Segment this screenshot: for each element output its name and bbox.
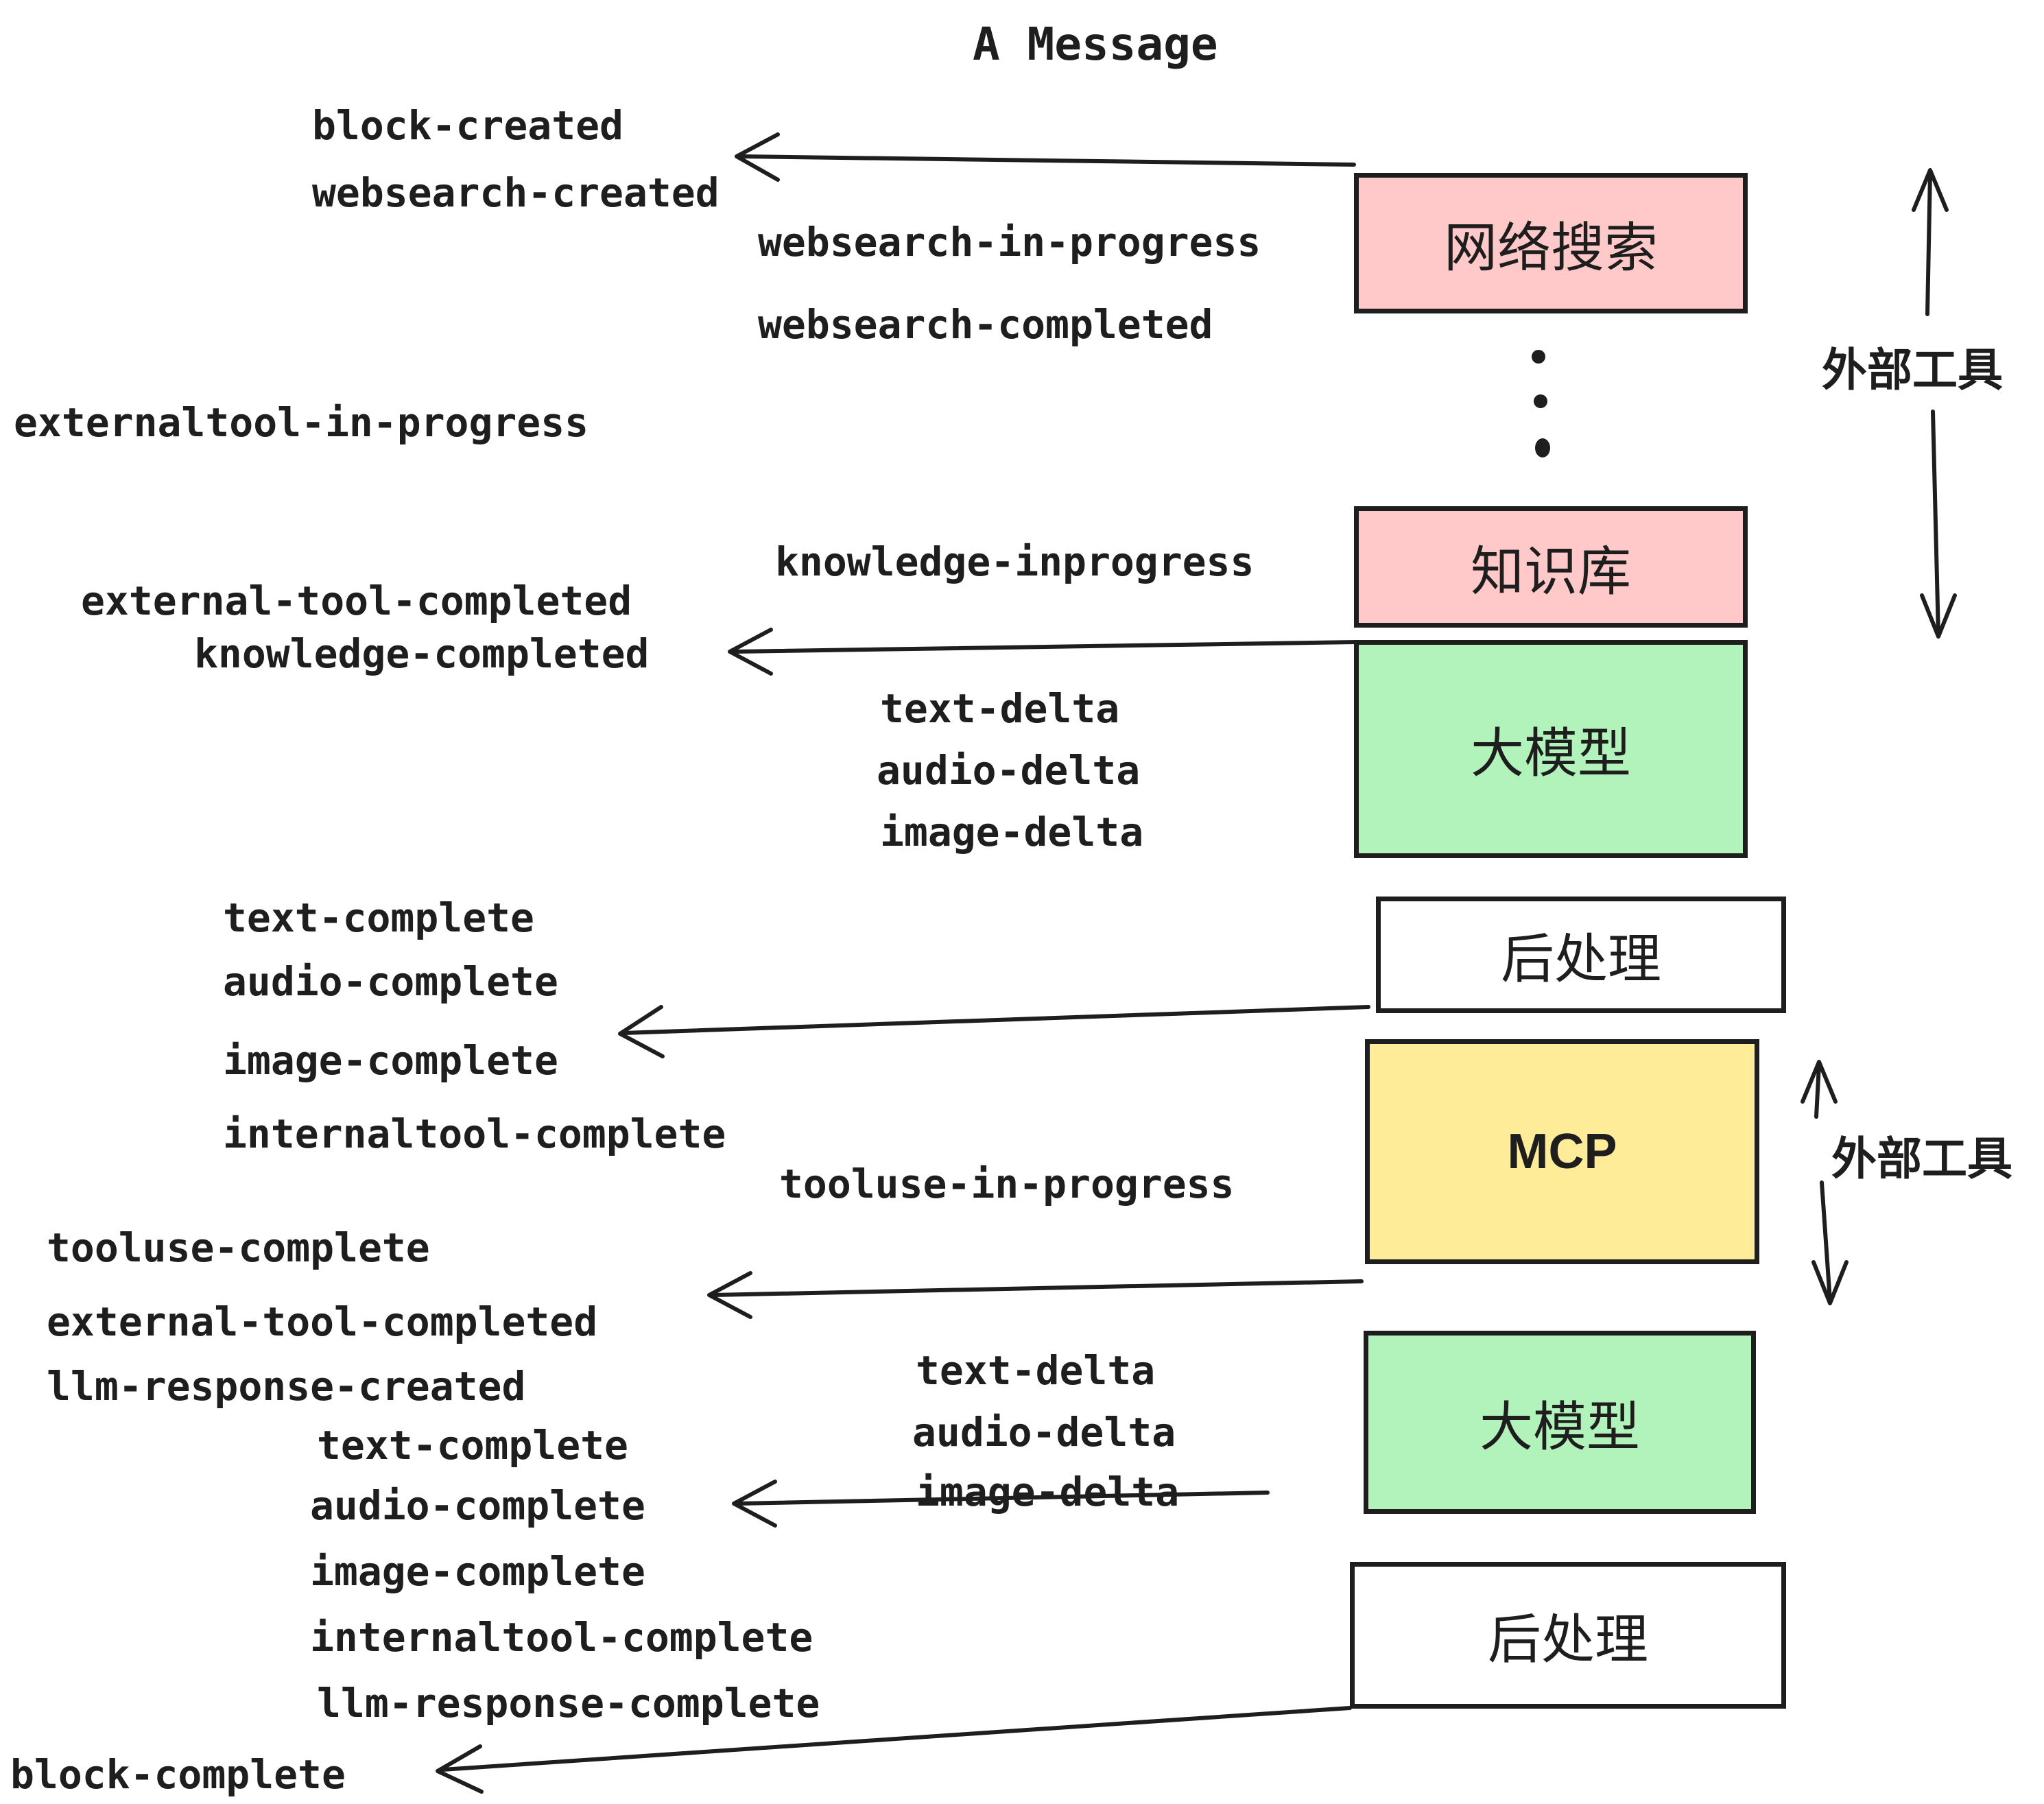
external-tools-label-mcp: 外部工具 — [1831, 1133, 2012, 1184]
box-websearch: 网络搜索 — [1354, 173, 1748, 313]
arrow-block-complete — [436, 1706, 1352, 1794]
event-label-knowledge-inprogress: knowledge-inprogress — [775, 538, 1255, 585]
ellipsis-dots — [1532, 350, 1550, 458]
box-knowledge-base: 知识库 — [1354, 506, 1748, 628]
box-large-model-2: 大模型 — [1364, 1331, 1756, 1514]
event-label-external-tool-completed: external-tool-completed — [81, 578, 632, 624]
event-label-internaltool-complete: internaltool-complete — [310, 1614, 813, 1661]
event-label-image-complete: image-complete — [223, 1037, 558, 1084]
event-label-audio-complete: audio-complete — [223, 958, 558, 1005]
event-label-text-complete: text-complete — [317, 1422, 628, 1469]
box-post-processing-1-label: 后处理 — [1500, 929, 1661, 989]
double-arrow-external-tools-top — [1912, 168, 1957, 639]
box-mcp-label: MCP — [1507, 1124, 1617, 1179]
event-label-websearch-created: websearch-created — [312, 169, 720, 216]
event-label-tooluse-complete: tooluse-complete — [47, 1224, 430, 1271]
box-mcp: MCP — [1365, 1039, 1759, 1264]
event-label-knowledge-completed: knowledge-completed — [194, 630, 650, 677]
arrow-tooluse-complete — [707, 1271, 1364, 1319]
event-label-internaltool-complete: internaltool-complete — [223, 1111, 726, 1157]
double-arrow-external-tools-mcp — [1801, 1060, 1849, 1305]
event-label-llm-response-complete: llm-response-complete — [317, 1680, 820, 1726]
event-label-audio-delta: audio-delta — [912, 1409, 1176, 1456]
event-label-websearch-in-progress: websearch-in-progress — [758, 219, 1261, 265]
event-label-block-created: block-created — [312, 102, 623, 149]
event-label-text-complete: text-complete — [223, 894, 534, 941]
event-label-text-delta: text-delta — [880, 685, 1120, 732]
event-label-audio-complete: audio-complete — [310, 1482, 645, 1529]
box-large-model-1: 大模型 — [1354, 640, 1748, 858]
box-websearch-label: 网络搜索 — [1443, 217, 1658, 278]
event-label-image-complete: image-complete — [310, 1548, 645, 1595]
event-label-websearch-completed: websearch-completed — [758, 301, 1213, 348]
event-label-text-delta: text-delta — [916, 1347, 1156, 1394]
event-label-tooluse-in-progress: tooluse-in-progress — [779, 1161, 1235, 1207]
page-title: A Message — [973, 18, 1218, 71]
box-knowledge-base-label: 知识库 — [1470, 541, 1631, 602]
arrow-knowledge-completed — [728, 628, 1359, 676]
event-label-externaltool-in-progress: externaltool-in-progress — [14, 399, 589, 446]
arrow-audio-complete — [732, 1480, 1270, 1528]
box-post-processing-1: 后处理 — [1376, 897, 1786, 1013]
box-large-model-1-label: 大模型 — [1470, 723, 1631, 783]
event-label-llm-response-created: llm-response-created — [47, 1363, 526, 1410]
box-post-processing-2-label: 后处理 — [1487, 1609, 1648, 1670]
event-label-image-delta: image-delta — [880, 809, 1144, 855]
event-label-block-complete: block-complete — [10, 1751, 346, 1798]
box-post-processing-2: 后处理 — [1350, 1562, 1786, 1709]
arrow-internal-complete — [618, 1005, 1370, 1058]
event-label-external-tool-completed: external-tool-completed — [47, 1298, 598, 1345]
external-tools-label-top: 外部工具 — [1822, 344, 2003, 395]
event-label-image-delta: image-delta — [916, 1469, 1180, 1515]
box-large-model-2-label: 大模型 — [1479, 1396, 1640, 1457]
arrow-block-created — [735, 132, 1356, 182]
event-label-audio-delta: audio-delta — [877, 747, 1141, 794]
